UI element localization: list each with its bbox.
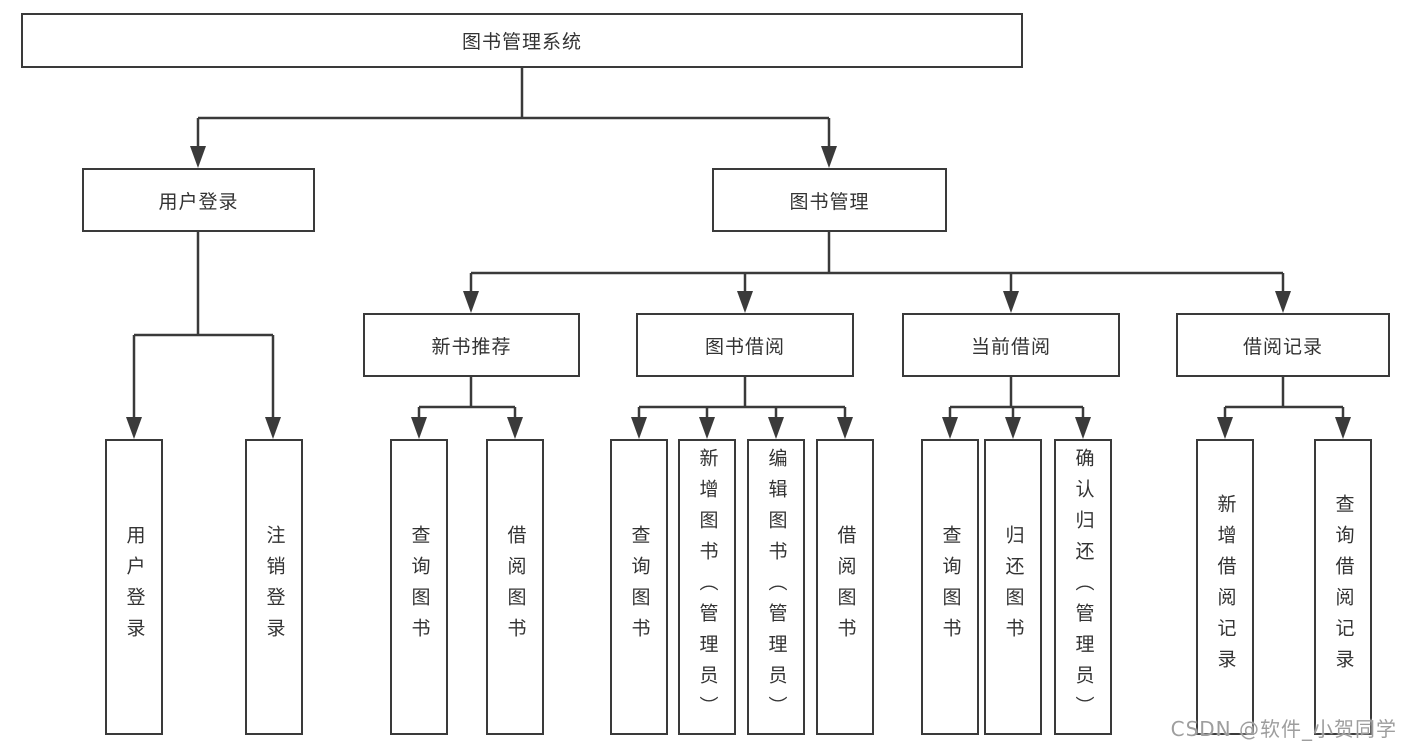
leaf-return-book: 归还图书 — [984, 439, 1042, 735]
leaf-add-book-admin-label: 新增图书（管理员） — [696, 447, 719, 727]
leaf-user-login: 用户登录 — [105, 439, 163, 735]
leaf-query-borrow-record: 查询借阅记录 — [1314, 439, 1372, 735]
leaf-confirm-return-admin: 确认归还（管理员） — [1054, 439, 1112, 735]
node-current-borrow-label: 当前借阅 — [970, 335, 1051, 358]
node-current-borrow: 当前借阅 — [902, 313, 1120, 377]
leaf-query-book-current: 查询图书 — [921, 439, 979, 735]
leaf-borrow-book-label: 借阅图书 — [834, 525, 857, 649]
arrowhead — [1005, 417, 1021, 439]
arrowhead — [507, 417, 523, 439]
leaf-edit-book-admin-label: 编辑图书（管理员） — [765, 447, 788, 727]
leaf-query-book-recommend-label: 查询图书 — [408, 525, 431, 649]
arrowhead — [837, 417, 853, 439]
connector-root-to-level2 — [196, 68, 831, 147]
arrowhead — [699, 417, 715, 439]
arrowhead — [737, 291, 753, 313]
leaf-query-borrow-record-label: 查询借阅记录 — [1332, 494, 1355, 680]
arrowhead — [1217, 417, 1233, 439]
connector-user-login-children — [132, 232, 275, 418]
arrowhead — [821, 146, 837, 168]
leaf-query-book-recommend: 查询图书 — [390, 439, 448, 735]
leaf-user-login-label: 用户登录 — [123, 525, 146, 649]
leaf-query-book-borrow: 查询图书 — [610, 439, 668, 735]
leaf-edit-book-admin: 编辑图书（管理员） — [747, 439, 805, 735]
node-borrow-records: 借阅记录 — [1176, 313, 1390, 377]
node-book-management-label: 图书管理 — [789, 190, 870, 213]
leaf-logout-label: 注销登录 — [263, 525, 286, 649]
node-user-login: 用户登录 — [82, 168, 315, 232]
connector-book-management-children — [469, 232, 1285, 292]
leaf-return-book-label: 归还图书 — [1002, 525, 1025, 649]
leaf-confirm-return-admin-label: 确认归还（管理员） — [1072, 447, 1095, 727]
arrowhead — [265, 417, 281, 439]
node-borrow-records-label: 借阅记录 — [1242, 335, 1323, 358]
arrowhead — [768, 417, 784, 439]
arrowhead — [631, 417, 647, 439]
connector-current-borrow-children — [948, 377, 1085, 419]
arrowhead — [942, 417, 958, 439]
leaf-logout: 注销登录 — [245, 439, 303, 735]
node-book-borrow-label: 图书借阅 — [704, 335, 785, 358]
node-root-label: 图书管理系统 — [461, 31, 582, 53]
node-root: 图书管理系统 — [21, 13, 1023, 68]
connector-new-book-recommend-children — [417, 377, 517, 419]
leaf-query-book-current-label: 查询图书 — [939, 525, 962, 649]
arrowhead — [1335, 417, 1351, 439]
connector-book-borrow-children — [637, 377, 847, 419]
node-book-borrow: 图书借阅 — [636, 313, 854, 377]
arrowhead — [190, 146, 206, 168]
watermark: CSDN @软件_小贺同学 — [1170, 717, 1397, 741]
arrowhead — [1275, 291, 1291, 313]
leaf-borrow-book-recommend: 借阅图书 — [486, 439, 544, 735]
node-user-login-label: 用户登录 — [158, 190, 239, 213]
arrowhead — [126, 417, 142, 439]
node-new-book-recommend: 新书推荐 — [363, 313, 580, 377]
leaf-add-borrow-record-label: 新增借阅记录 — [1214, 494, 1237, 680]
arrowheads — [126, 146, 1351, 439]
connector-borrow-records-children — [1223, 377, 1345, 419]
node-book-management: 图书管理 — [712, 168, 947, 232]
arrowhead — [1075, 417, 1091, 439]
leaf-borrow-book-recommend-label: 借阅图书 — [504, 525, 527, 649]
leaf-add-borrow-record: 新增借阅记录 — [1196, 439, 1254, 735]
arrowhead — [1003, 291, 1019, 313]
node-new-book-recommend-label: 新书推荐 — [431, 335, 512, 358]
leaf-query-book-borrow-label: 查询图书 — [628, 525, 651, 649]
arrowhead — [463, 291, 479, 313]
arrowhead — [411, 417, 427, 439]
leaf-borrow-book: 借阅图书 — [816, 439, 874, 735]
leaf-add-book-admin: 新增图书（管理员） — [678, 439, 736, 735]
